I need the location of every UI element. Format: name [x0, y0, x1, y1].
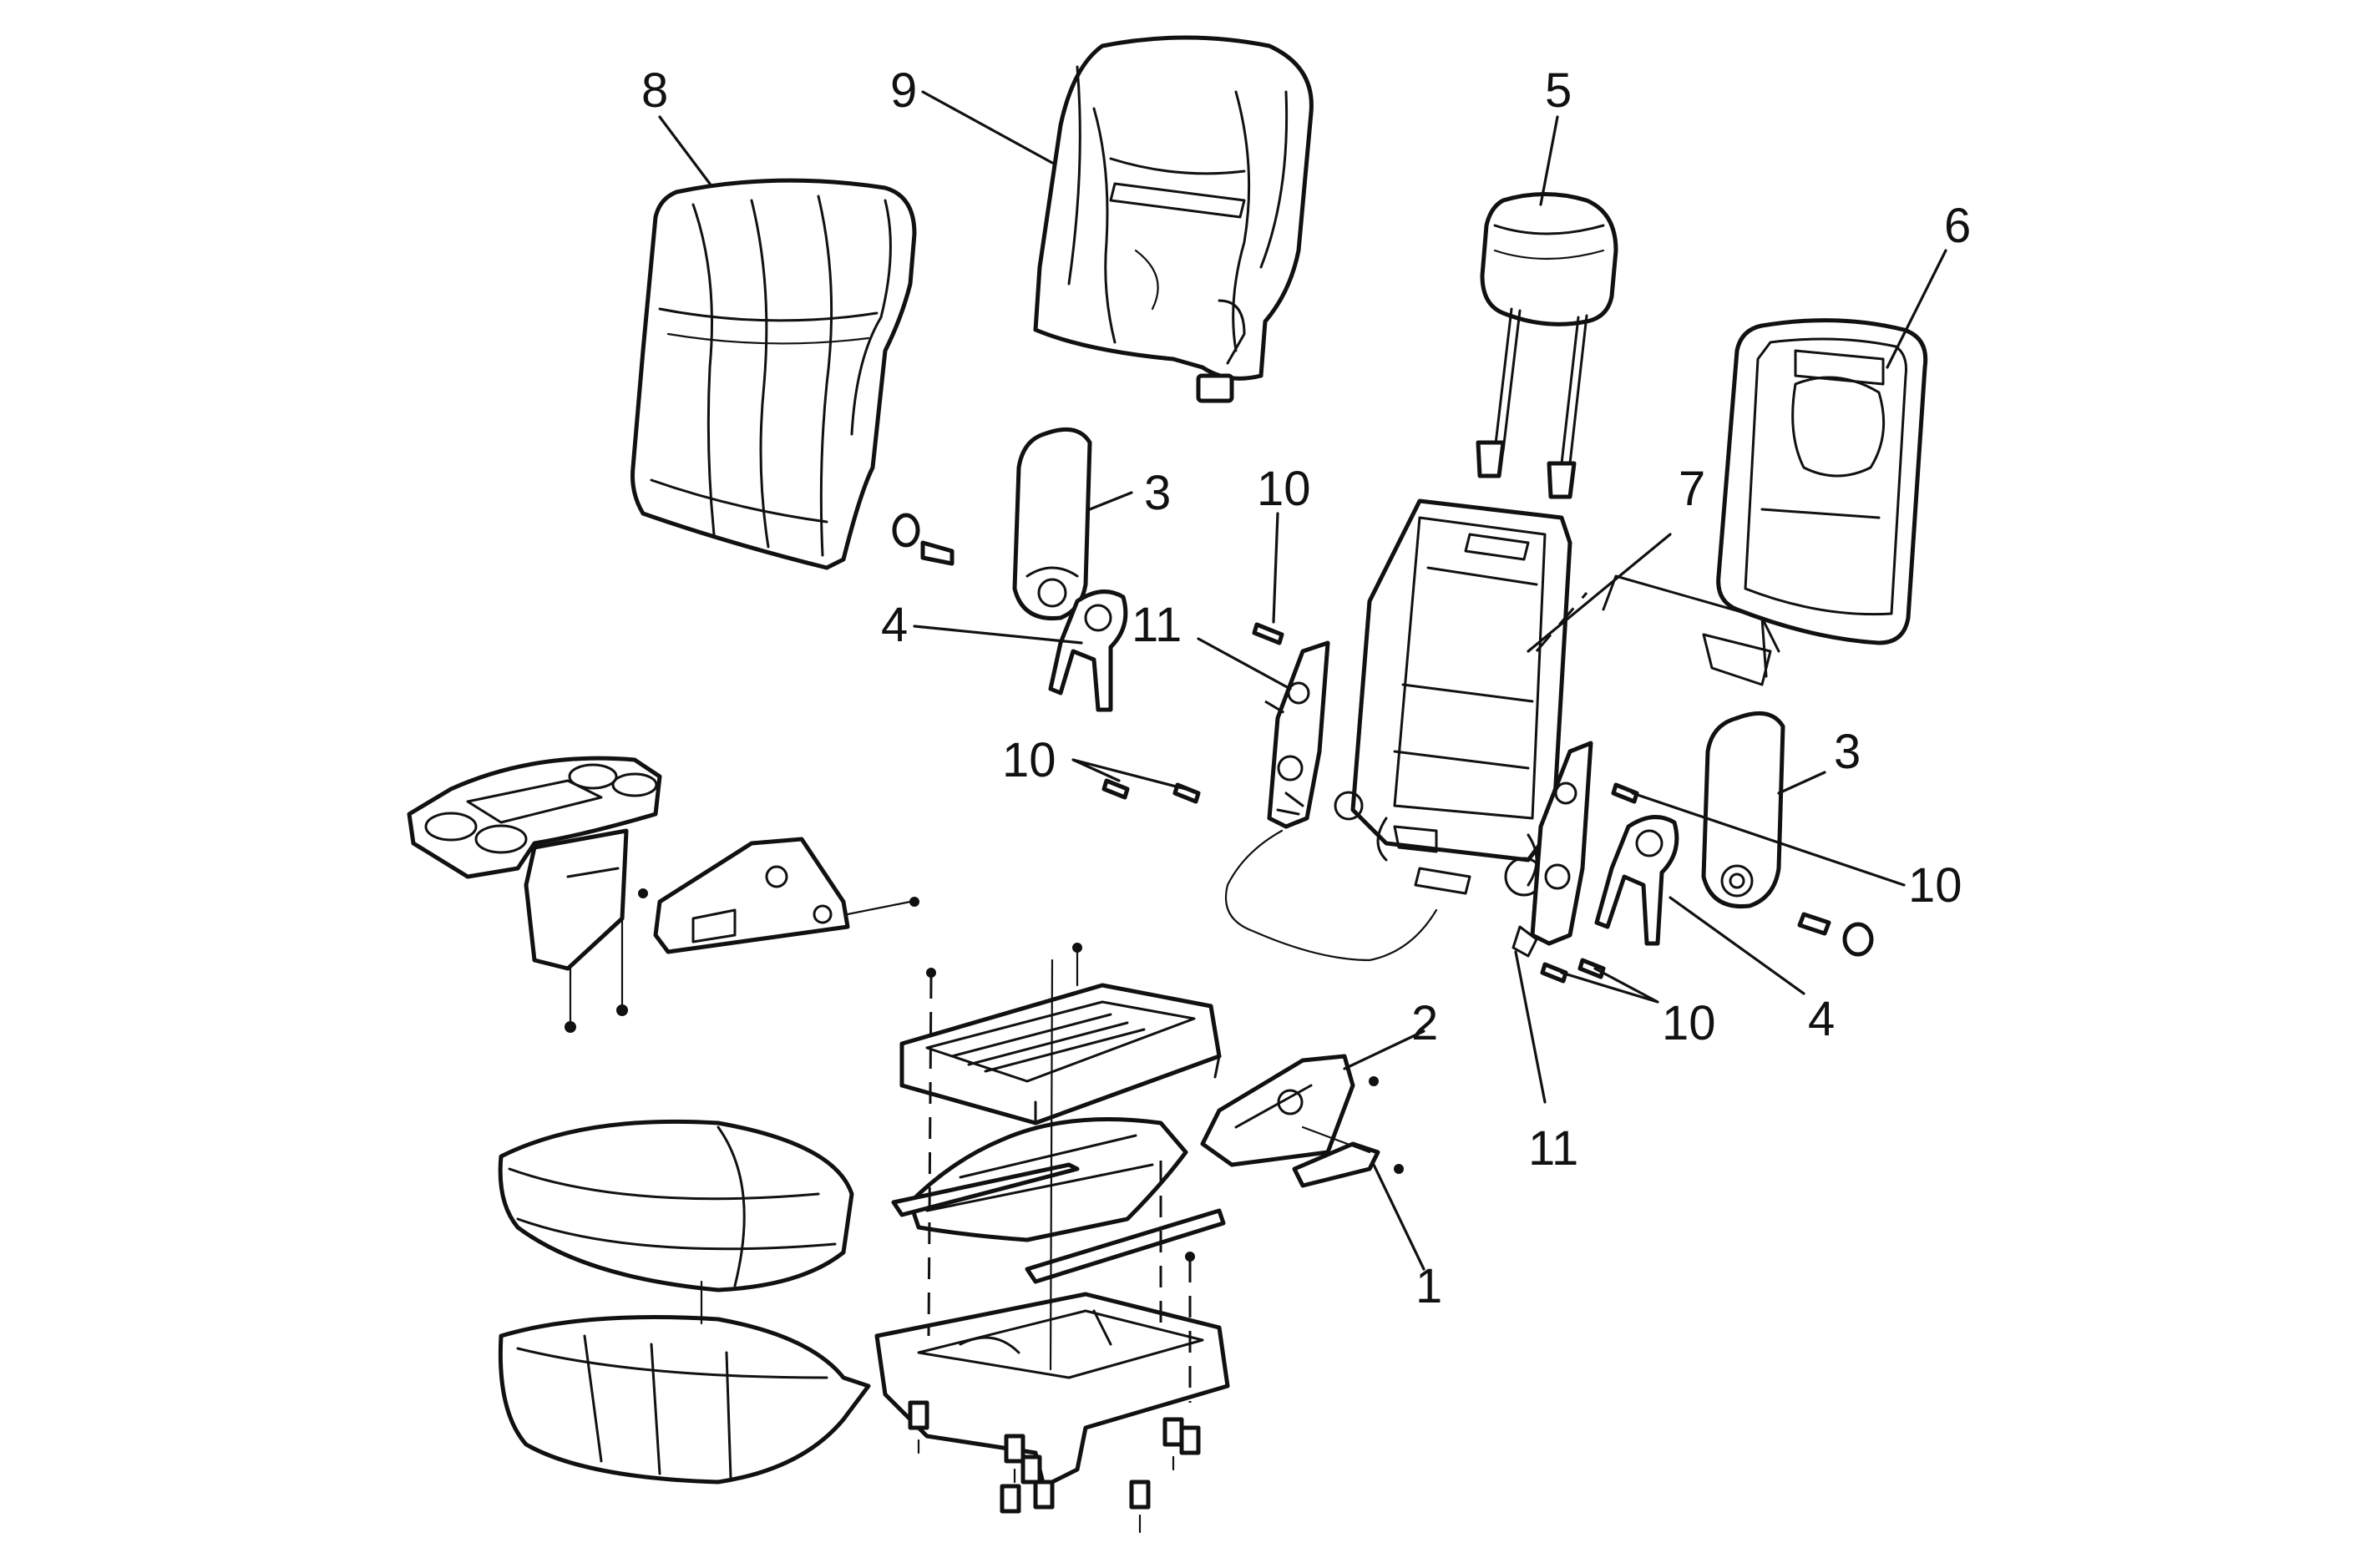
- callout-6: 6: [1944, 199, 1971, 253]
- leader-lines: [658, 90, 1947, 1271]
- head-restraint: [1476, 192, 1618, 499]
- callout-1: 1: [1415, 1259, 1442, 1313]
- console-bracket: [638, 837, 919, 954]
- callout-5: 5: [1545, 63, 1572, 118]
- armrest-right: [1701, 711, 1785, 909]
- callout-10-left: 10: [1002, 733, 1056, 787]
- callout-10-bottom: 10: [1662, 996, 1716, 1050]
- assembly-lines: [926, 592, 1588, 1403]
- callout-labels: 8 9 5 6 7 3 3 4 4 11 11 10 10 10 10 2 1: [641, 63, 1971, 1313]
- seatback-frame: [1334, 498, 1572, 897]
- recliner-right: [1512, 741, 1593, 958]
- center-console-tray: [407, 756, 662, 1033]
- callout-11-bottom: 11: [1528, 1121, 1578, 1176]
- armrest-bracket-left: [1048, 589, 1128, 712]
- callout-9: 9: [890, 63, 917, 118]
- callout-3-left: 3: [1144, 466, 1171, 520]
- callout-7: 7: [1679, 462, 1705, 516]
- callout-11-top: 11: [1132, 598, 1182, 652]
- callout-3-right: 3: [1834, 725, 1861, 779]
- seatback-rear-cover: [1033, 35, 1314, 403]
- callout-10-right: 10: [1908, 858, 1962, 913]
- base-bolts: [908, 1400, 1201, 1534]
- pivot-cap-right: [1797, 912, 1874, 957]
- seat-side-shield: [1200, 1054, 1404, 1188]
- seatback-cushion: [630, 178, 917, 570]
- seat-spring: [891, 1117, 1226, 1284]
- callout-8: 8: [641, 63, 668, 118]
- armrest-left: [1012, 427, 1092, 621]
- seat-frame: [899, 943, 1222, 1126]
- callout-4-right: 4: [1808, 992, 1835, 1046]
- seat-cushion-pan: [498, 1280, 871, 1485]
- recliner-left: [1224, 640, 1438, 962]
- pivot-cap-left: [892, 513, 955, 566]
- seatback-rear-panel: [1602, 318, 1928, 686]
- callout-10-top: 10: [1257, 462, 1311, 516]
- callout-4-left: 4: [881, 598, 908, 652]
- seat-cushion: [498, 1119, 854, 1292]
- armrest-bracket-right: [1594, 815, 1679, 946]
- seat-base-riser: [874, 1292, 1230, 1489]
- callout-2: 2: [1411, 996, 1438, 1050]
